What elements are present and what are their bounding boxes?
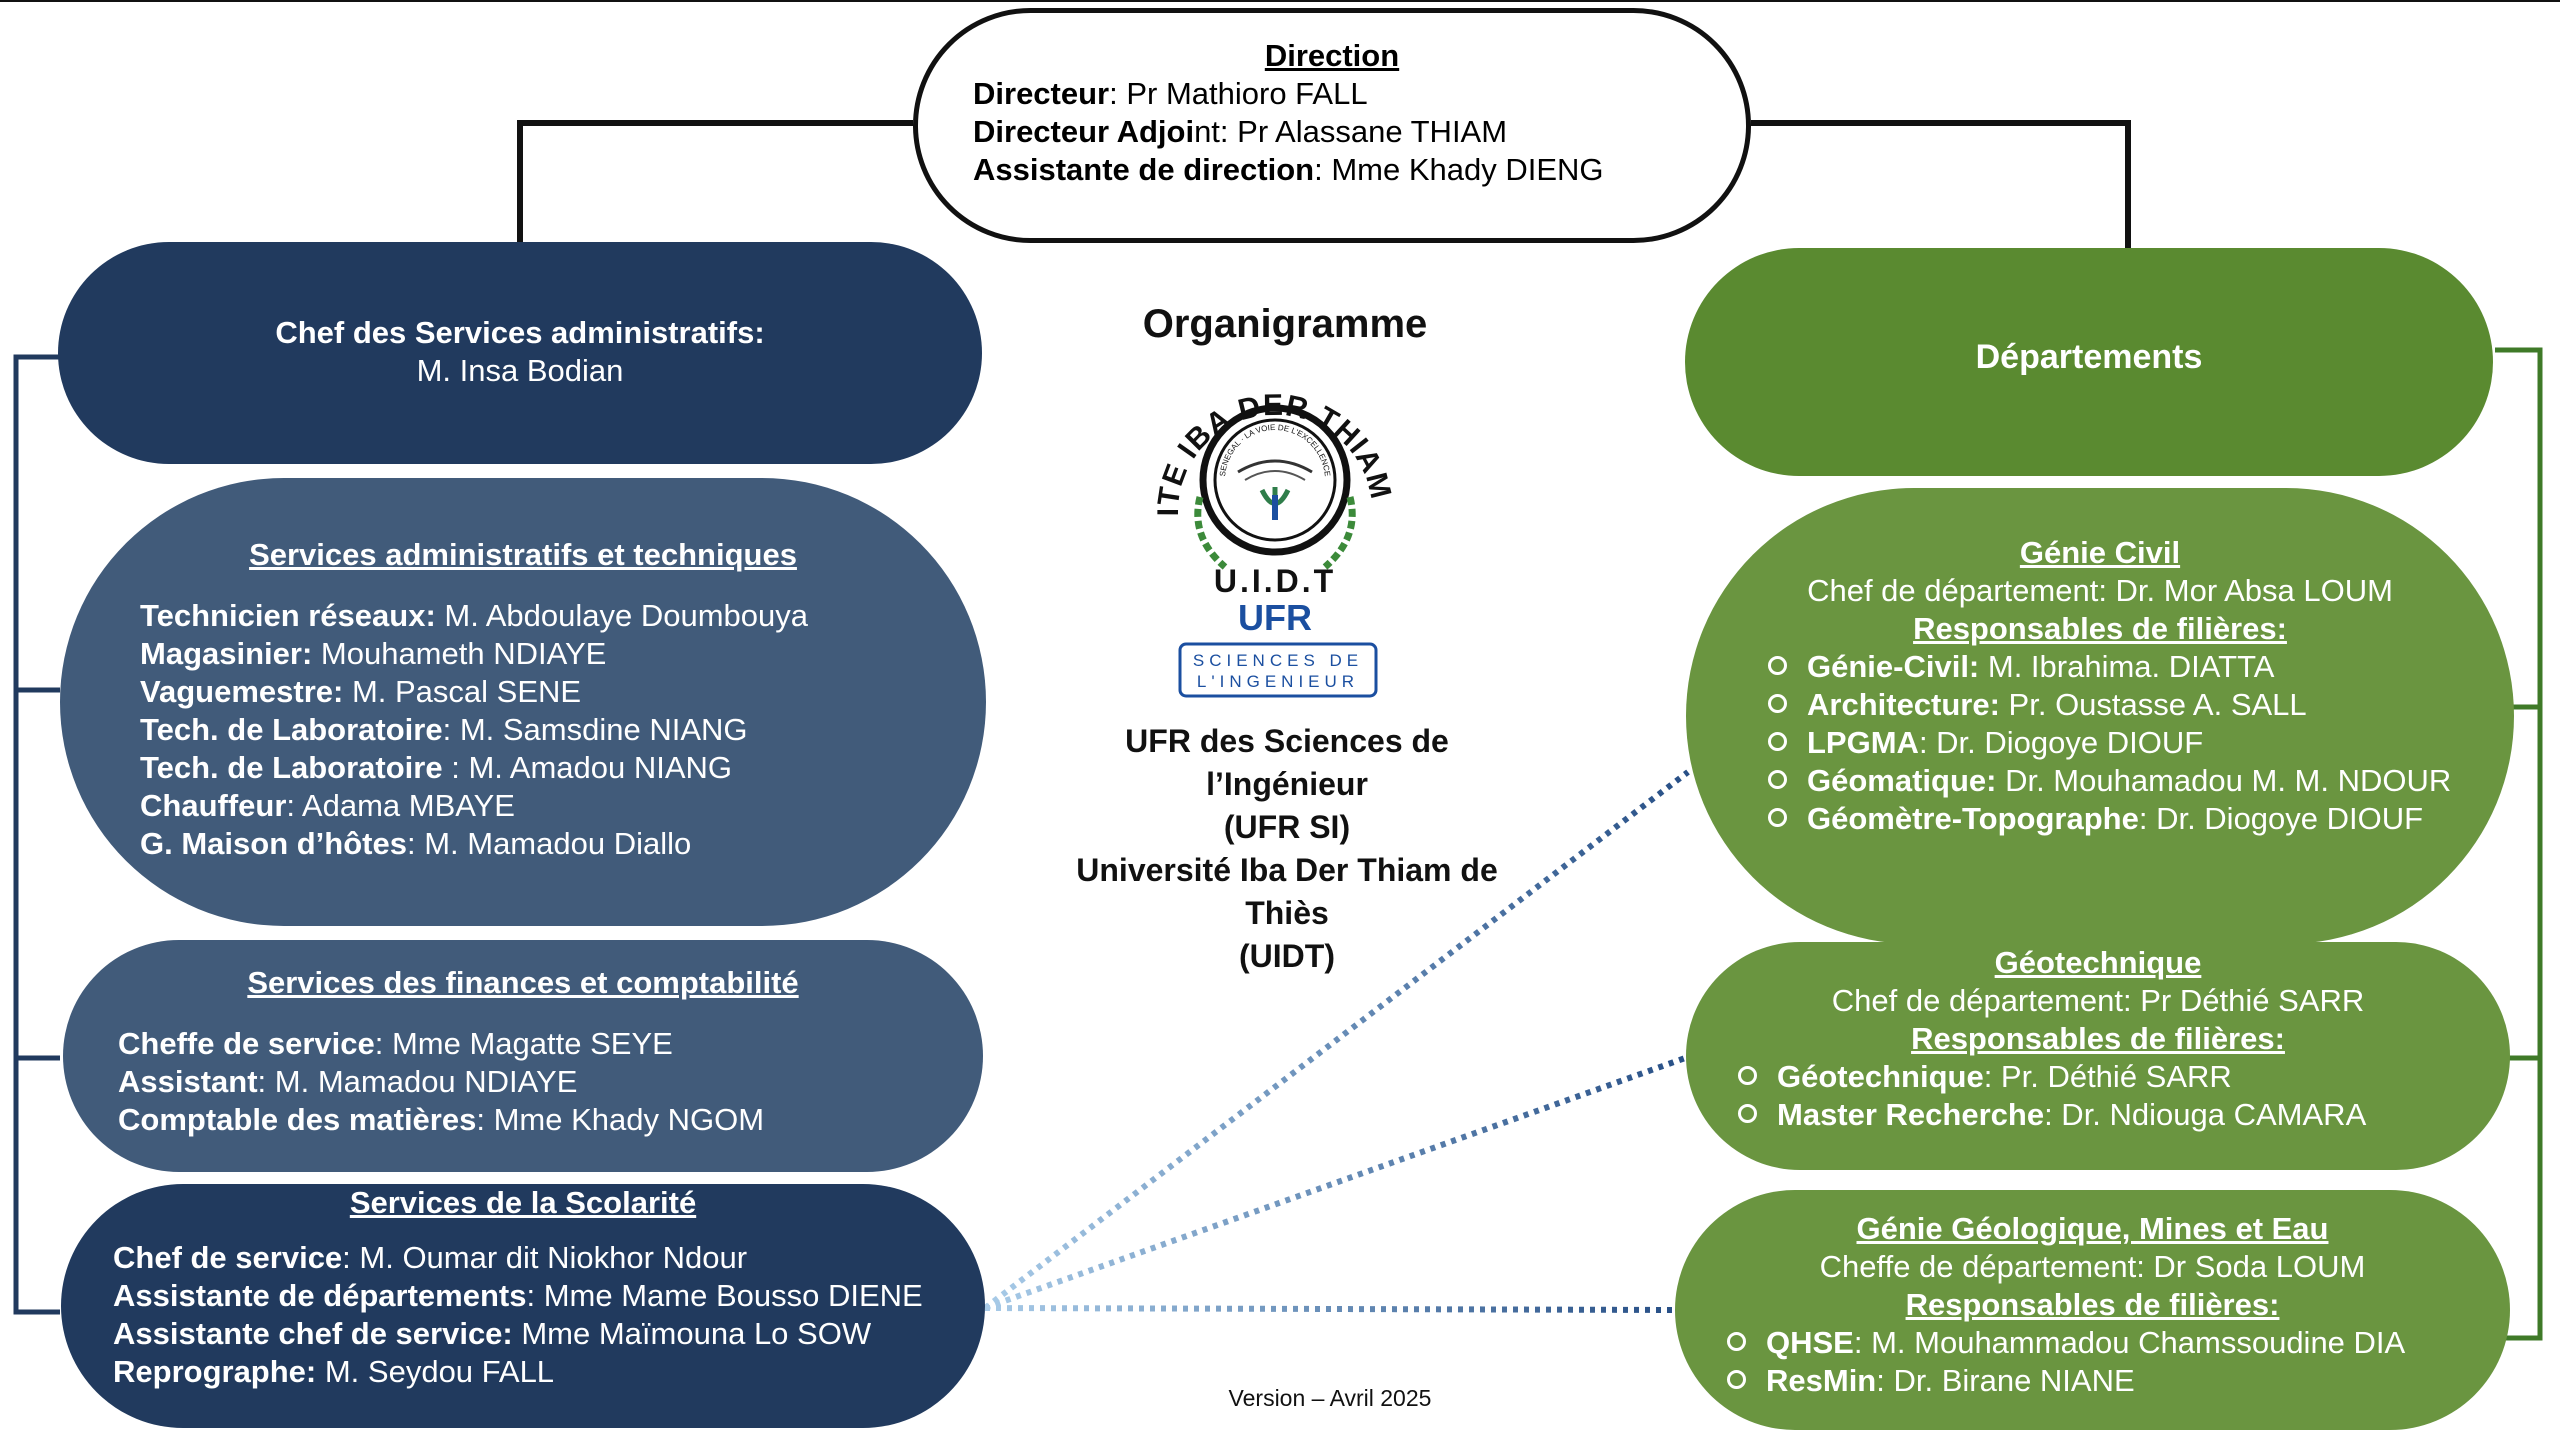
bullet-circle-icon <box>1768 694 1787 713</box>
connector-direction-left <box>517 120 913 245</box>
direction-line-directeur: Directeur: Pr Mathioro FALL <box>973 76 1368 111</box>
dept-chef: Chef de département: Pr Déthié SARR <box>1831 983 2365 1018</box>
dotted-link-geotechnique <box>983 1054 1690 1311</box>
list-item: Cheffe de service: Mme Magatte SEYE <box>118 1026 673 1061</box>
list-item: Chauffeur: Adama MBAYE <box>140 788 515 823</box>
bracket-admin <box>13 354 60 1315</box>
organigramme-title: Organigramme <box>1142 302 1428 346</box>
list-item: G. Maison d’hôtes: M. Mamadou Diallo <box>140 826 692 861</box>
dept-title: Génie Géologique, Mines et Eau <box>1856 1211 2329 1246</box>
list-item: Assistante de départements: Mme Mame Bou… <box>113 1278 923 1313</box>
chef-services-label: Chef des Services administratifs: <box>275 315 765 350</box>
logo-sciences-line2: L'INGENIEUR <box>1197 672 1359 691</box>
bullet-circle-icon <box>1738 1066 1757 1085</box>
dept-title: Génie Civil <box>2019 535 2181 570</box>
logo-ufr: UFR <box>1238 597 1312 638</box>
chef-services-name: M. Insa Bodian <box>416 353 624 388</box>
list-item: Géotechnique: Pr. Déthié SARR <box>1738 1058 2510 1096</box>
bullet-circle-icon <box>1768 656 1787 675</box>
departements-title: Départements <box>1975 338 2203 376</box>
list-item: Comptable des matières: Mme Khady NGOM <box>118 1102 765 1137</box>
bullet-circle-icon <box>1727 1332 1746 1351</box>
dept-resp-title: Responsables de filières: <box>1911 1021 2285 1056</box>
dept-chef: Cheffe de département: Dr Soda LOUM <box>1819 1249 2366 1284</box>
services-finances-title: Services des finances et comptabilité <box>247 965 799 1000</box>
uidt-logo-icon: UNIVERSITE IBA DER THIAM DE THIES SENEGA… <box>1130 362 1397 698</box>
direction-title: Direction <box>1264 38 1400 73</box>
list-item: QHSE: M. Mouhammadou Chamssoudine DIA <box>1727 1324 2510 1362</box>
logo-acronym: U.I.D.T <box>1214 563 1336 599</box>
ufr-name-line: (UFR SI) <box>1223 809 1351 845</box>
list-item: Tech. de Laboratoire : M. Amadou NIANG <box>140 750 733 785</box>
dept-chef: Chef de département: Dr. Mor Absa LOUM <box>1807 573 2393 608</box>
dotted-link-genie-civil <box>983 769 1690 1311</box>
services-scolarite-box: Services de la Scolarité Chef de service… <box>61 1184 985 1428</box>
bullet-circle-icon <box>1727 1370 1746 1389</box>
services-finances-box: Services des finances et comptabilité Ch… <box>63 940 983 1172</box>
bracket-departements <box>2495 347 2543 1341</box>
list-item: Assistante chef de service: Mme Maïmouna… <box>113 1316 872 1351</box>
connector-direction-right <box>1751 120 2131 250</box>
list-item: Magasinier: Mouhameth NDIAYE <box>140 636 607 671</box>
dept-genie-civil-box: Génie Civil Chef de département: Dr. Mor… <box>1686 488 2514 944</box>
ufr-name-line: UFR des Sciences de l’Ingénieur <box>1125 723 1449 802</box>
list-item: Master Recherche: Dr. Ndiouga CAMARA <box>1738 1096 2510 1134</box>
dept-resp-title: Responsables de filières: <box>1905 1287 2280 1322</box>
list-item: Vaguemestre: M. Pascal SENE <box>140 674 582 709</box>
services-techniques-title: Services administratifs et techniques <box>249 537 797 572</box>
center-branding: Organigramme UNIVERSITE IBA DER THIAM DE… <box>1040 300 1530 978</box>
top-border-line <box>0 0 2560 2</box>
bullet-circle-icon <box>1738 1104 1757 1123</box>
list-item: Génie-Civil: M. Ibrahima. DIATTA <box>1768 648 2514 686</box>
ufr-name-block: UFR des Sciences de l’Ingénieur (UFR SI)… <box>1042 720 1532 978</box>
list-item: ResMin: Dr. Birane NIANE <box>1727 1362 2510 1400</box>
dept-resp-title: Responsables de filières: <box>1913 611 2287 646</box>
list-item: Assistant: M. Mamadou NDIAYE <box>118 1064 578 1099</box>
list-item: Technicien réseaux: M. Abdoulaye Doumbou… <box>140 598 809 633</box>
list-item: Géomètre-Topographe: Dr. Diogoye DIOUF <box>1768 800 2514 838</box>
list-item: Architecture: Pr. Oustasse A. SALL <box>1768 686 2514 724</box>
services-scolarite-title: Services de la Scolarité <box>349 1185 697 1220</box>
bullet-circle-icon <box>1768 808 1787 827</box>
dept-geotechnique-box: Géotechnique Chef de département: Pr Dét… <box>1686 942 2510 1170</box>
departements-header-box: Départements <box>1685 248 2493 476</box>
dept-geologique-box: Génie Géologique, Mines et Eau Cheffe de… <box>1675 1190 2510 1430</box>
list-item: Géomatique: Dr. Mouhamadou M. M. NDOUR <box>1768 762 2514 800</box>
bullet-circle-icon <box>1768 732 1787 751</box>
list-item: LPGMA: Dr. Diogoye DIOUF <box>1768 724 2514 762</box>
services-techniques-box: Services administratifs et techniques Te… <box>60 478 986 926</box>
list-item: Tech. de Laboratoire: M. Samsdine NIANG <box>140 712 748 747</box>
ufr-name-line: Université Iba Der Thiam de Thiès <box>1076 852 1498 931</box>
direction-line-assistante: Assistante de direction: Mme Khady DIENG <box>973 152 1604 187</box>
list-item: Reprographe: M. Seydou FALL <box>113 1354 555 1389</box>
chef-services-admin-box: Chef des Services administratifs: M. Ins… <box>58 242 982 464</box>
direction-box: Direction Directeur: Pr Mathioro FALL Di… <box>913 8 1751 243</box>
ufr-name-line: (UIDT) <box>1239 938 1335 974</box>
direction-line-adjoint: Directeur Adjoint: Pr Alassane THIAM <box>973 114 1508 149</box>
dept-title: Géotechnique <box>1994 945 2202 980</box>
version-label: Version – Avril 2025 <box>1228 1385 1432 1411</box>
list-item: Chef de service: M. Oumar dit Niokhor Nd… <box>113 1240 748 1275</box>
bullet-circle-icon <box>1768 770 1787 789</box>
dotted-link-geologique <box>984 1305 1678 1313</box>
logo-sciences-line1: SCIENCES DE <box>1193 651 1363 670</box>
